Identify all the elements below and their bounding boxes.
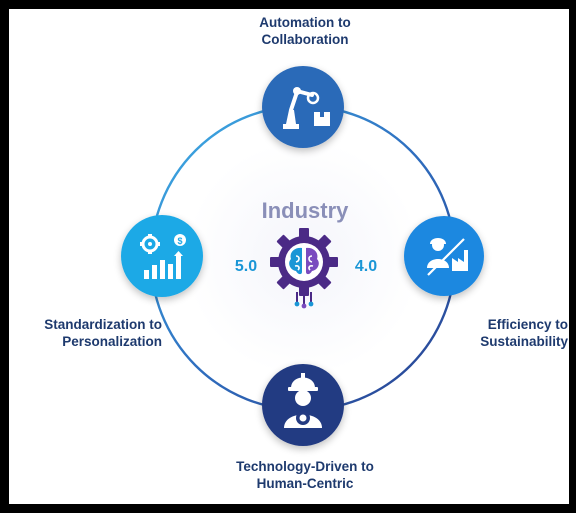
label-automation-line1: Automation to (259, 15, 351, 30)
node-automation (262, 66, 344, 148)
engineer-helmet-icon (284, 373, 322, 428)
label-personalization-line2: Personalization (62, 334, 162, 349)
node-efficiency (404, 216, 484, 296)
worker-factory-icon (427, 238, 468, 276)
label-automation-line2: Collaboration (261, 32, 349, 47)
label-human-centric-line2: Human-Centric (256, 476, 354, 491)
svg-text:$: $ (177, 236, 182, 246)
version-left: 5.0 (235, 258, 257, 275)
node-personalization (121, 215, 203, 297)
growth-chart-icon: $ (140, 234, 186, 279)
version-right: 4.0 (355, 258, 377, 275)
label-efficiency-line2: Sustainability (480, 334, 568, 349)
center-title: Industry (262, 198, 350, 223)
label-personalization: Standardization to Personalization (20, 316, 162, 350)
label-efficiency: Efficiency to Sustainability (440, 316, 568, 350)
label-automation: Automation to Collaboration (200, 14, 410, 48)
robotic-arm-icon (283, 87, 330, 129)
label-human-centric: Technology-Driven to Human-Centric (196, 458, 414, 492)
gear-brain-icon (270, 228, 338, 309)
label-personalization-line1: Standardization to (44, 317, 162, 332)
label-efficiency-line1: Efficiency to (487, 317, 568, 332)
label-human-centric-line1: Technology-Driven to (236, 459, 374, 474)
